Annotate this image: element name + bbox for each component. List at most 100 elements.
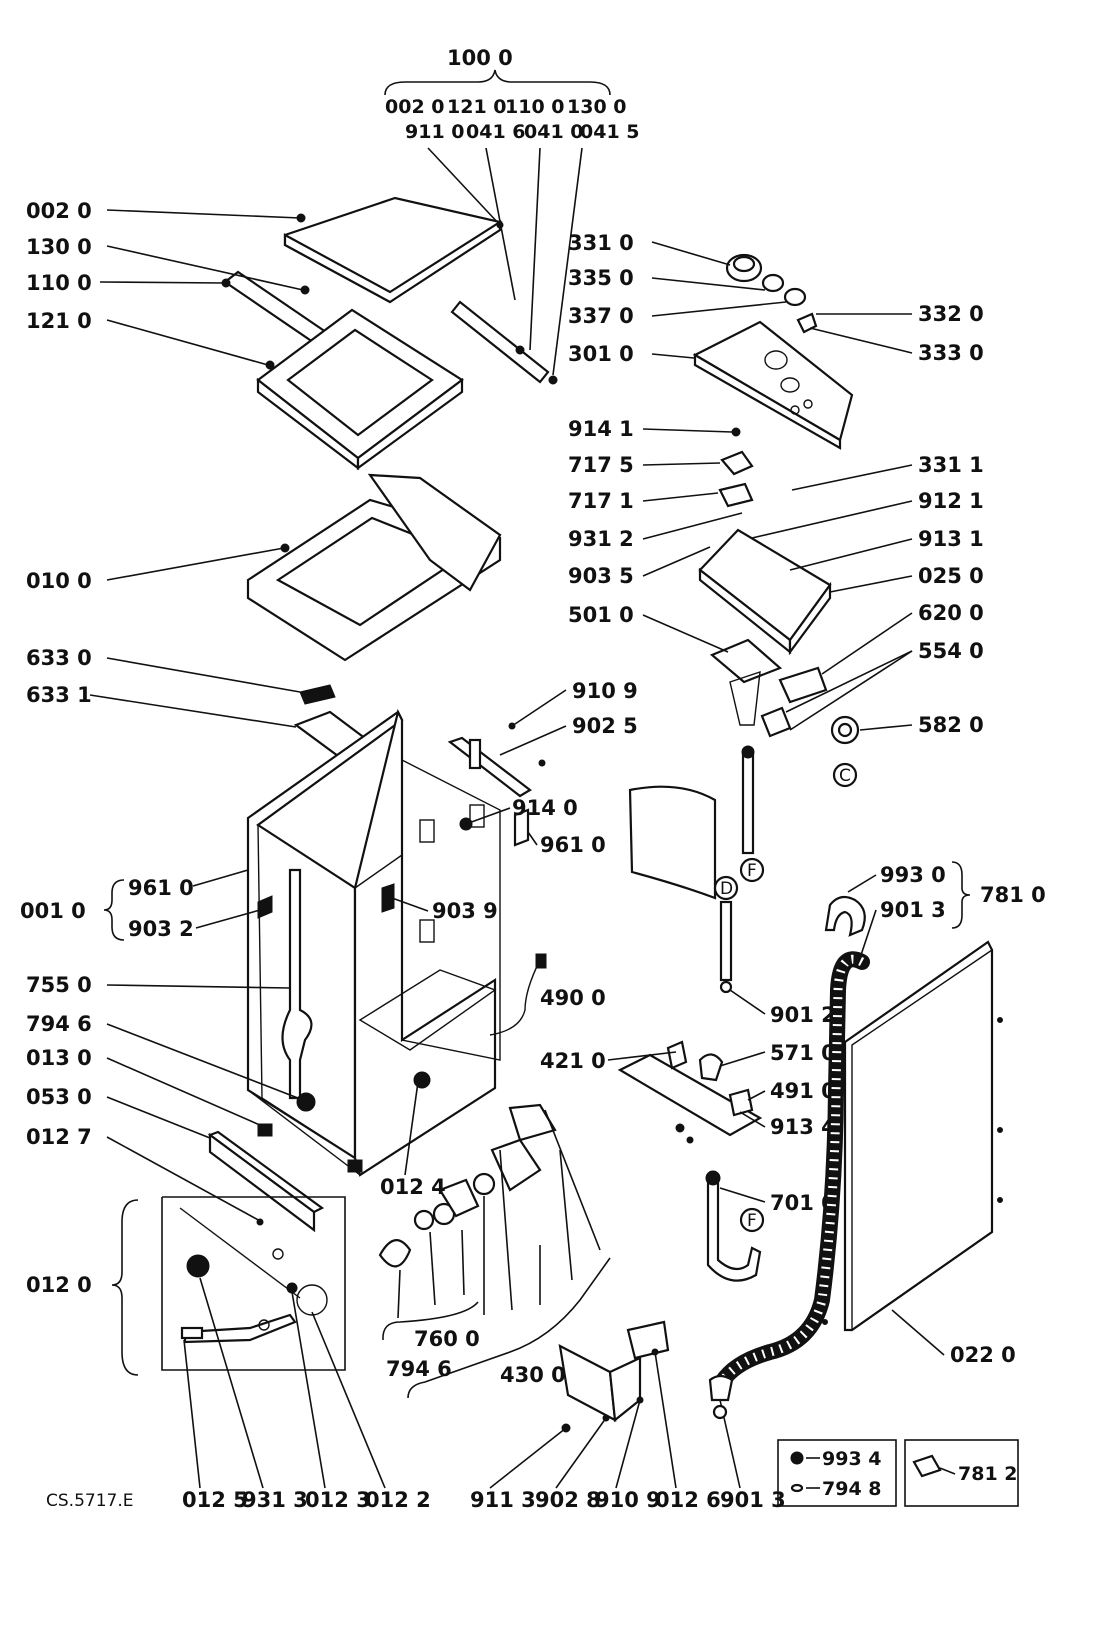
label-501-0: 501 0 [568,603,634,627]
label-582-0: 582 0 [918,713,984,737]
part-903-2 [257,895,273,919]
label-421-0: 421 0 [540,1049,606,1073]
label-794-6-left: 794 6 [26,1012,92,1036]
label-993-0: 993 0 [880,863,946,887]
tub-top [246,473,502,662]
assembly-label: 100 0 [447,46,513,70]
side-panel-insert [628,785,717,900]
label-001-0: 001 0 [20,899,86,923]
marker-circle-f2 [739,1207,765,1233]
label-961-0-left: 961 0 [128,876,194,900]
label-913-1: 913 1 [918,527,984,551]
inset-box-left [777,1439,897,1507]
label-012-7: 012 7 [26,1125,92,1149]
brace-001 [103,879,125,941]
header-sub-label: 041 6 [466,121,526,143]
brace-760 [382,1301,479,1341]
pressure-switch [830,715,860,745]
label-903-9: 903 9 [432,899,498,923]
label-331-0: 331 0 [568,231,634,255]
pump-assembly [378,1103,557,1268]
hose-d [719,900,733,982]
dispenser-assembly [698,427,832,738]
bottom-label: 910 9 [595,1488,661,1512]
bottom-label: 911 3 [470,1488,536,1512]
label-717-1: 717 1 [568,489,634,513]
marker-circle-c [832,762,858,788]
marker-d: D [720,879,733,899]
header-sub-label: 002 0 [385,96,445,118]
inset-label: 794 8 [822,1478,882,1500]
label-914-1: 914 1 [568,417,634,441]
inset-label: 781 2 [958,1463,1018,1485]
header-sub-label: 911 0 [405,121,465,143]
inset-box-right [904,1439,1019,1507]
label-914-0: 914 0 [512,796,578,820]
label-633-0: 633 0 [26,646,92,670]
label-012-4: 012 4 [380,1175,446,1199]
hose-f-upper [741,745,755,855]
label-025-0: 025 0 [918,564,984,588]
label-903-2: 903 2 [128,917,194,941]
bottom-label: 901 3 [720,1488,786,1512]
label-022-0: 022 0 [950,1343,1016,1367]
lid-frame [256,308,464,471]
label-902-5: 902 5 [572,714,638,738]
valve-bracket [617,1040,763,1144]
label-931-2: 931 2 [568,527,634,551]
label-571-0: 571 0 [770,1041,836,1065]
label-333-0: 333 0 [918,341,984,365]
inlet-hose [705,1170,762,1282]
bottom-label: 931 3 [242,1488,308,1512]
label-331-1: 331 1 [918,453,984,477]
label-554-0: 554 0 [918,639,984,663]
header-sub-label: 110 0 [505,96,565,118]
label-002-0: 002 0 [26,199,92,223]
part-053-0 [207,1130,325,1233]
label-491-0: 491 0 [770,1079,836,1103]
wire-490 [489,959,541,1036]
label-717-5: 717 5 [568,453,634,477]
drain-pipe-755 [281,868,316,1112]
rear-panel [822,940,1003,1332]
label-901-3-right: 901 3 [880,898,946,922]
label-760-0: 760 0 [414,1327,480,1351]
label-335-0: 335 0 [568,266,634,290]
top-cover [283,196,503,304]
base-bracket [558,1320,670,1433]
header-sub-label: 130 0 [567,96,627,118]
brace-430 [407,1257,611,1399]
inset-label: 993 4 [822,1448,882,1470]
bottom-label: 012 2 [365,1488,431,1512]
marker-circle-d [713,875,739,901]
label-013-0: 013 0 [26,1046,92,1070]
header-sub-label: 041 0 [524,121,584,143]
bottom-label: 012 6 [655,1488,721,1512]
control-knobs [725,253,818,334]
label-301-0: 301 0 [568,342,634,366]
marker-f2: F [747,1211,757,1231]
marker-c: C [839,766,851,786]
lid-rail [450,221,558,385]
label-633-1: 633 1 [26,683,92,707]
label-430-0: 430 0 [500,1363,566,1387]
door-lock-box [161,1196,346,1371]
label-781-0: 781 0 [980,883,1046,907]
brace-012 [111,1199,139,1376]
label-912-1: 912 1 [918,489,984,513]
label-490-0: 490 0 [540,986,606,1010]
label-961-0-right: 961 0 [540,833,606,857]
bottom-label: 012 5 [182,1488,248,1512]
label-130-0: 130 0 [26,235,92,259]
label-332-0: 332 0 [918,302,984,326]
cabinet [246,708,501,1177]
rear-rail [447,722,546,847]
label-620-0: 620 0 [918,601,984,625]
marker-circle-f1 [739,857,765,883]
label-901-2: 901 2 [770,1003,836,1027]
part-633-0 [299,684,336,705]
drawing-code: CS.5717.E [46,1491,133,1511]
bottom-label: 902 8 [535,1488,601,1512]
label-010-0: 010 0 [26,569,92,593]
